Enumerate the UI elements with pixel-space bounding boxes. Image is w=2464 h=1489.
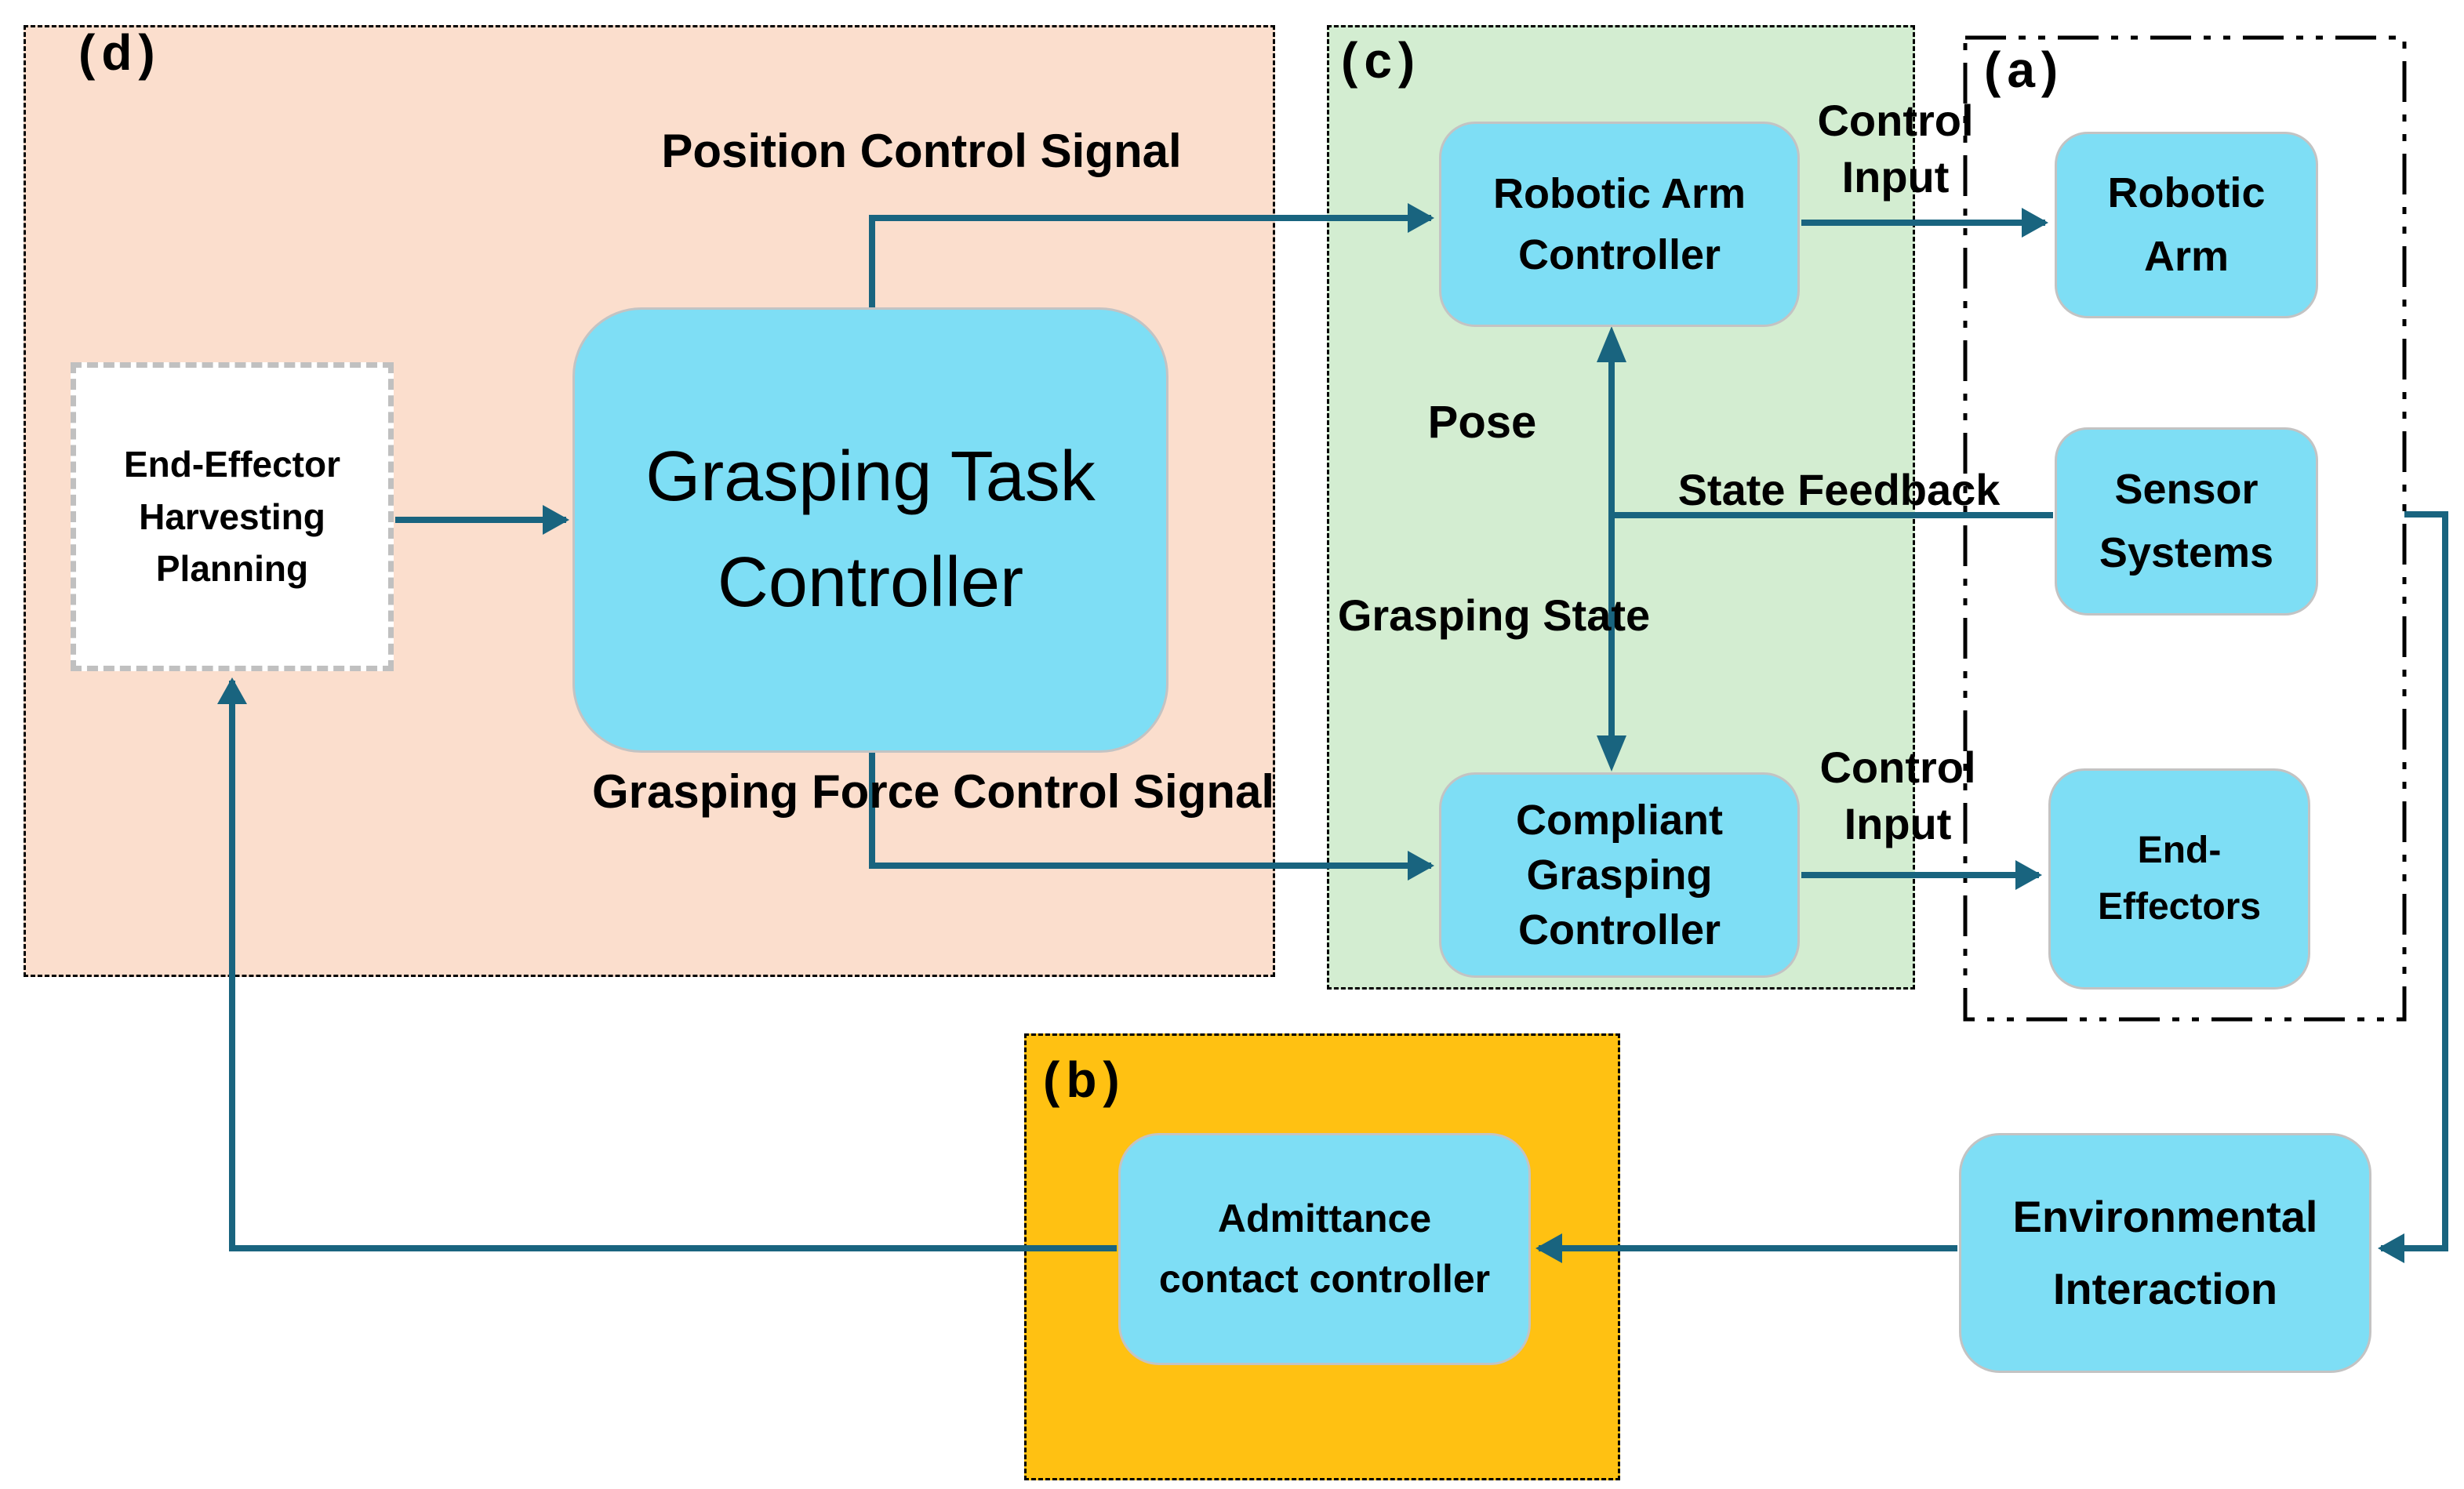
node-label-line: Robotic <box>2107 169 2266 216</box>
node-admittance-contact-controller: Admittance contact controller <box>1118 1133 1531 1365</box>
arrowhead-up-icon <box>1597 326 1626 362</box>
label-position-control-signal: Position Control Signal <box>661 125 1182 177</box>
label-pose: Pose <box>1427 397 1537 448</box>
node-label-line: Admittance <box>1217 1196 1432 1240</box>
node-label-line: Controller <box>1517 231 1721 278</box>
connector-admittance-to-planning <box>217 677 1117 1251</box>
node-label-line: Compliant <box>1516 796 1723 844</box>
connector-plant-to-environment <box>2378 511 2448 1263</box>
node-label-line: Interaction <box>2052 1264 2278 1313</box>
node-label-line: Systems <box>2099 529 2274 576</box>
node-end-effector-harvesting-planning: End-Effector Harvesting Planning <box>71 362 394 671</box>
region-b-label: (b) <box>1043 1051 1126 1108</box>
node-label-line: Robotic Arm <box>1493 169 1746 217</box>
node-robotic-arm-controller: Robotic Arm Controller <box>1439 122 1800 327</box>
node-label-line: Arm <box>2143 233 2230 280</box>
region-a-border <box>1963 35 2407 1022</box>
node-label-line: Controller <box>1517 906 1721 954</box>
region-d-label: (d) <box>78 24 162 81</box>
edge-label-line: Input <box>1844 798 1952 848</box>
node-environmental-interaction: Environmental Interaction <box>1959 1133 2371 1373</box>
node-label-line: Grasping <box>1526 851 1713 899</box>
edge-label-line: Control <box>1819 743 1976 792</box>
node-end-effectors: End- Effectors <box>2048 768 2310 990</box>
node-label-line: Planning <box>155 548 309 590</box>
node-compliant-grasping-controller: Compliant Grasping Controller <box>1439 772 1800 978</box>
node-label-line: End-Effector <box>124 443 340 485</box>
region-a-label: (a) <box>1984 42 2065 98</box>
node-sensor-systems: Sensor Systems <box>2055 427 2318 616</box>
node-label-line: Controller <box>717 543 1024 622</box>
node-label-line: Sensor <box>2114 466 2259 513</box>
edge-label-line: Control <box>1817 96 1974 145</box>
node-label-line: Grasping Task <box>645 438 1096 516</box>
label-control-input-bottom: Control Input <box>1776 739 2019 852</box>
label-grasping-state: Grasping State <box>1337 590 1651 640</box>
node-label-line: Harvesting <box>139 496 325 537</box>
connector-gtc-to-cgc <box>869 753 1434 881</box>
label-grasping-force-control-signal: Grasping Force Control Signal <box>591 765 1275 818</box>
node-grasping-task-controller: Grasping Task Controller <box>572 307 1168 753</box>
arrowhead-down-icon <box>1597 735 1626 772</box>
connector-gtc-to-rac <box>869 203 1434 307</box>
node-label-line: End- <box>2137 830 2222 871</box>
node-label-line: Effectors <box>2097 886 2262 928</box>
node-robotic-arm: Robotic Arm <box>2055 132 2318 318</box>
node-label-line: Environmental <box>2012 1191 2318 1241</box>
label-control-input-top: Control Input <box>1774 93 2017 205</box>
edge-label-line: Input <box>1841 151 1950 202</box>
node-label-line: contact controller <box>1158 1257 1491 1301</box>
label-state-feedback: State Feedback <box>1677 465 2001 514</box>
region-c-label: (c) <box>1341 32 1422 89</box>
